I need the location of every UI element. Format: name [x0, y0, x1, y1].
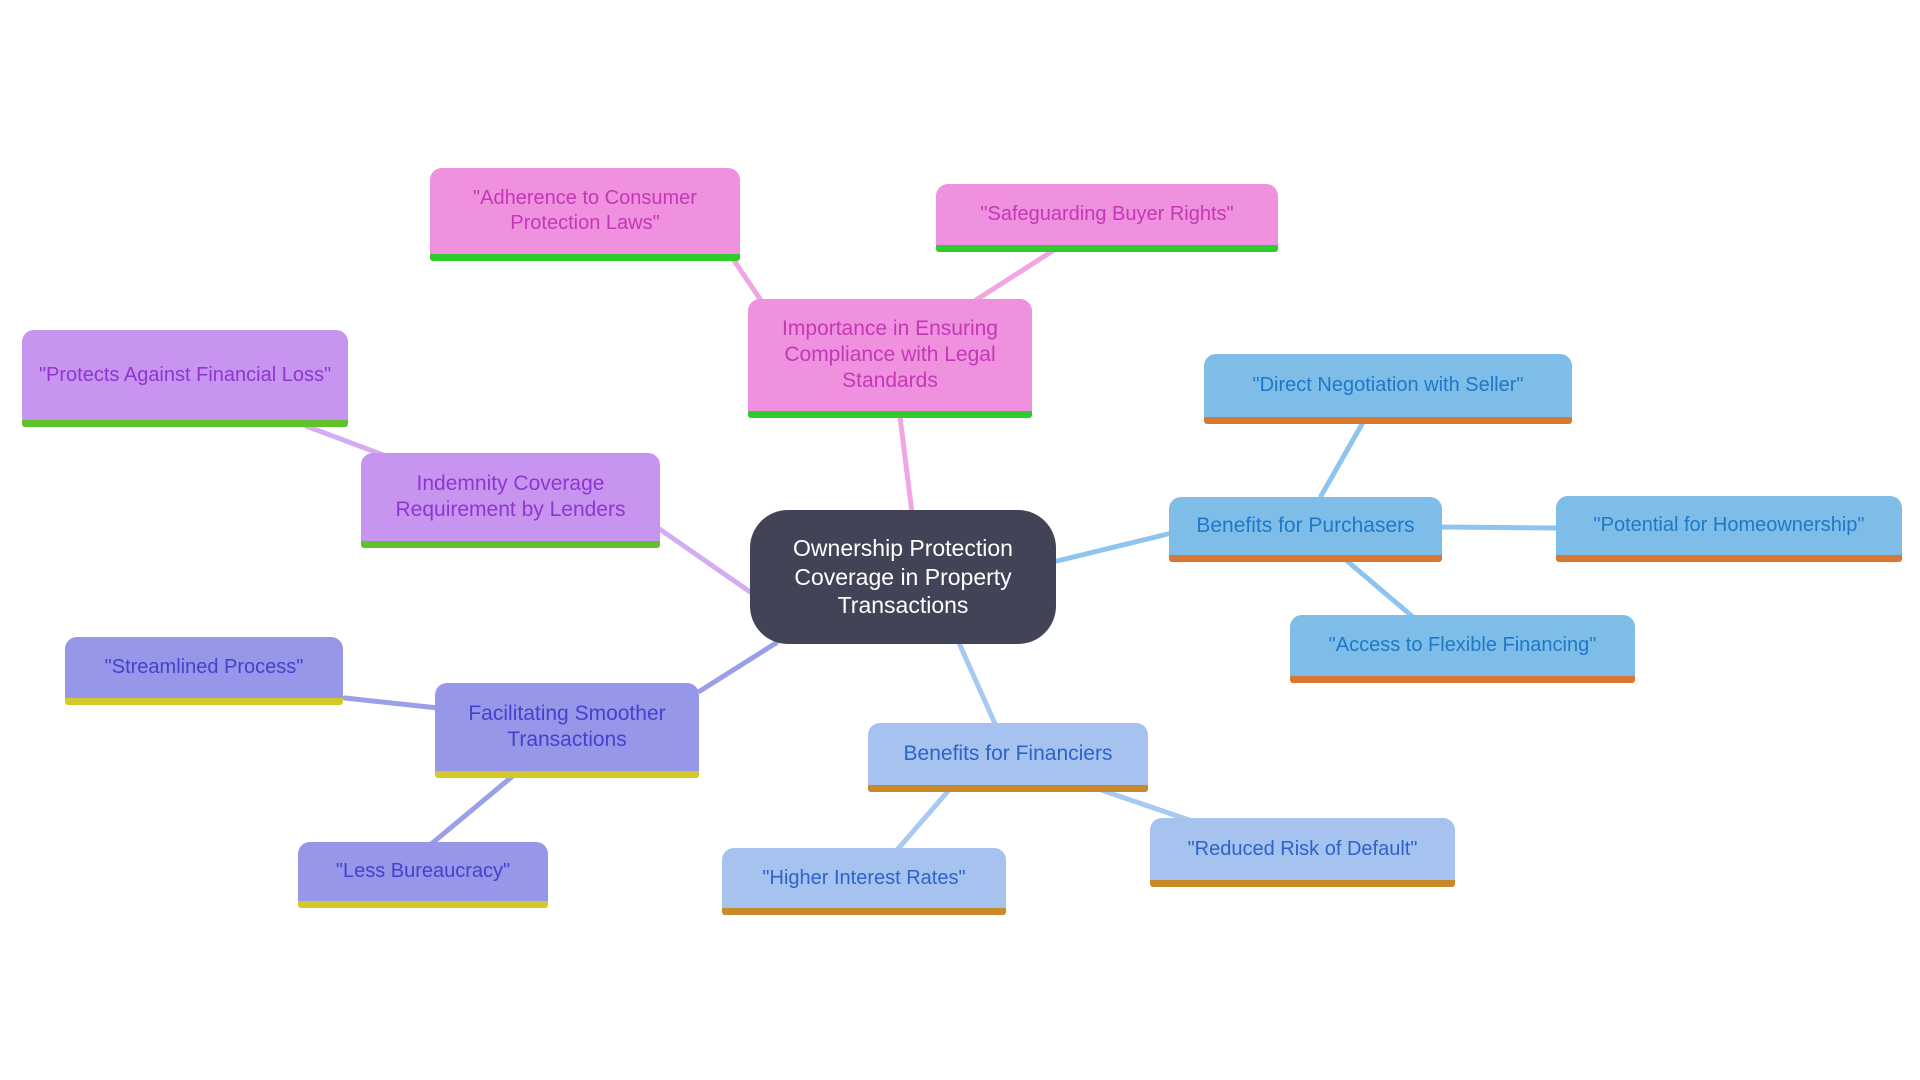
- leaf-node-potential-homeownership: "Potential for Homeownership": [1556, 496, 1902, 562]
- branch-node-benefits-purchasers: Benefits for Purchasers: [1169, 497, 1442, 562]
- branch-node-label: Importance in Ensuring Compliance with L…: [782, 316, 998, 393]
- leaf-node-label: "Adherence to Consumer Protection Laws": [473, 187, 697, 234]
- edge-legal-adherence: [730, 256, 765, 305]
- leaf-node-adherence-consumer-protection: "Adherence to Consumer Protection Laws": [430, 168, 740, 261]
- leaf-node-higher-interest-rates: "Higher Interest Rates": [722, 848, 1006, 915]
- edge-indemnity-protects: [303, 423, 389, 459]
- edge-financiers-higher-interest: [894, 787, 952, 853]
- leaf-node-label: "Potential for Homeownership": [1593, 514, 1865, 536]
- branch-node-label: Benefits for Financiers: [903, 741, 1113, 765]
- edge-root-transactions: [697, 640, 779, 694]
- root-node-label: Ownership Protection Coverage in Propert…: [793, 534, 1013, 619]
- edge-root-indemnity: [655, 525, 769, 606]
- edge-root-legal-compliance: [897, 414, 915, 516]
- edge-purchasers-flexible-financing: [1343, 557, 1416, 620]
- leaf-node-label: "Streamlined Process": [104, 656, 304, 678]
- leaf-node-safeguarding-buyer-rights: "Safeguarding Buyer Rights": [936, 184, 1278, 252]
- branch-node-benefits-financiers: Benefits for Financiers: [868, 723, 1148, 792]
- edge-root-purchasers: [1054, 530, 1175, 564]
- leaf-node-flexible-financing: "Access to Flexible Financing": [1290, 615, 1635, 683]
- branch-node-label: Indemnity Coverage Requirement by Lender…: [395, 471, 626, 521]
- branch-node-legal-compliance: Importance in Ensuring Compliance with L…: [748, 299, 1032, 418]
- leaf-node-less-bureaucracy: "Less Bureaucracy": [298, 842, 548, 908]
- root-node: Ownership Protection Coverage in Propert…: [750, 510, 1056, 644]
- edge-transactions-streamlined: [342, 695, 441, 711]
- branch-node-smoother-transactions: Facilitating Smoother Transactions: [435, 683, 699, 778]
- edge-purchasers-potential-homeownership: [1438, 524, 1561, 531]
- edge-root-financiers: [956, 640, 999, 729]
- leaf-node-label: "Reduced Risk of Default": [1187, 837, 1418, 860]
- leaf-node-label: "Higher Interest Rates": [762, 866, 966, 889]
- branch-node-label: Benefits for Purchasers: [1196, 513, 1415, 537]
- edge-purchasers-direct-negotiation: [1318, 421, 1365, 499]
- branch-node-label: Facilitating Smoother Transactions: [468, 701, 666, 751]
- leaf-node-protects-financial-loss: "Protects Against Financial Loss": [22, 330, 348, 427]
- leaf-node-label: "Less Bureaucracy": [335, 860, 511, 882]
- leaf-node-direct-negotiation: "Direct Negotiation with Seller": [1204, 354, 1572, 424]
- edge-financiers-reduced-risk: [1098, 787, 1195, 824]
- leaf-node-label: "Safeguarding Buyer Rights": [980, 203, 1234, 225]
- leaf-node-streamlined-process: "Streamlined Process": [65, 637, 343, 705]
- edge-transactions-less-bureaucracy: [427, 772, 517, 848]
- leaf-node-label: "Access to Flexible Financing": [1328, 634, 1597, 656]
- leaf-node-label: "Protects Against Financial Loss": [38, 363, 332, 386]
- leaf-node-label: "Direct Negotiation with Seller": [1252, 374, 1524, 396]
- branch-node-indemnity-coverage: Indemnity Coverage Requirement by Lender…: [361, 453, 660, 548]
- edge-legal-safeguarding: [973, 247, 1057, 303]
- leaf-node-reduced-risk-default: "Reduced Risk of Default": [1150, 818, 1455, 887]
